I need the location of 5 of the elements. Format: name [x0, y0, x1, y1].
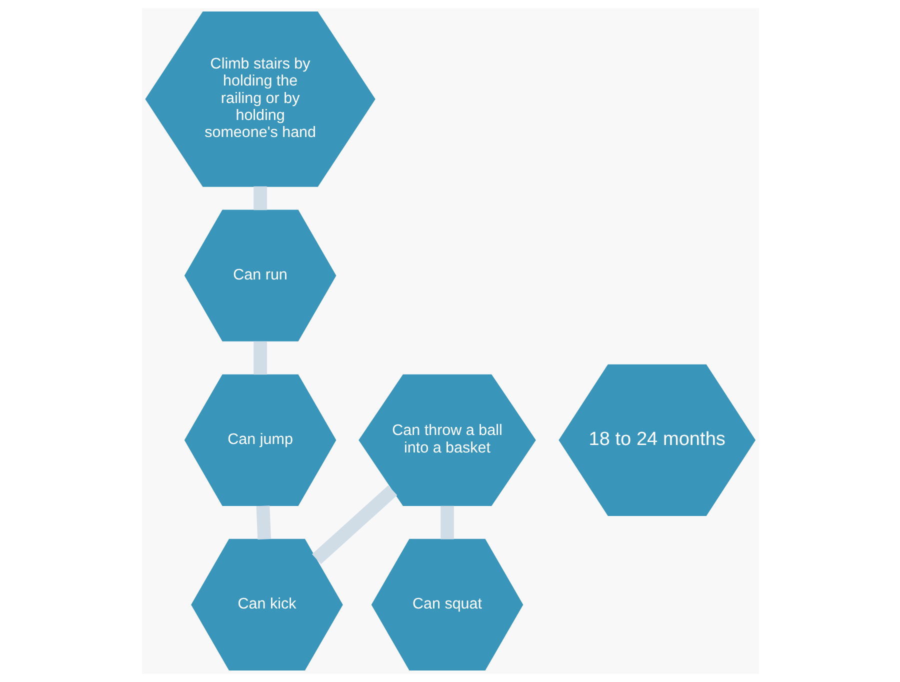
connector [440, 506, 454, 540]
connector [311, 485, 397, 564]
connector [253, 341, 266, 375]
connector [256, 506, 270, 540]
connector [253, 186, 266, 210]
